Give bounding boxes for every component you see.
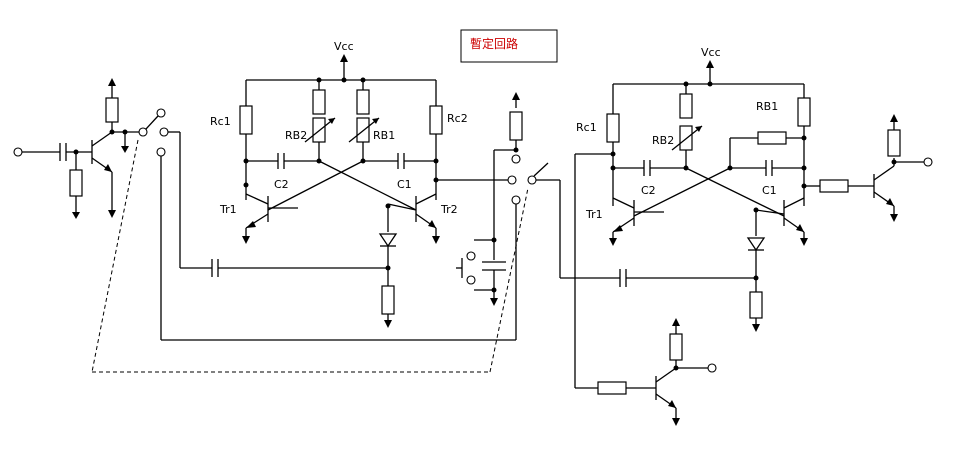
- left-input-stage: [13, 78, 181, 219]
- right-monostable-circuit: Vcc Rc1 RB2 RB1: [560, 46, 933, 426]
- right-c1-label: C1: [762, 184, 777, 197]
- left-tr1-label: Tr1: [219, 203, 237, 216]
- input-bias-resistor: [69, 169, 83, 197]
- right-rb1-vertical: [797, 97, 811, 127]
- left-rc1-label: Rc1: [210, 115, 231, 128]
- input-terminal: [13, 147, 23, 157]
- title-box: 暫定回路: [460, 29, 558, 63]
- left-tr2-label: Tr2: [440, 203, 458, 216]
- bottom-output-terminal: [707, 363, 717, 373]
- right-vcc-label: Vcc: [701, 46, 721, 59]
- left-c1-label: C1: [397, 178, 412, 191]
- title-text: 暫定回路: [470, 36, 518, 51]
- left-rb2-label: RB2: [285, 129, 307, 142]
- left-rc2-label: Rc2: [447, 112, 468, 125]
- left-rc1: [239, 105, 253, 135]
- right-tr1-label: Tr1: [585, 208, 603, 221]
- left-rb1-label: RB1: [373, 129, 395, 142]
- right-rc1-label: Rc1: [576, 121, 597, 134]
- right-rb1-label: RB1: [756, 100, 778, 113]
- left-c2-label: C2: [274, 178, 289, 191]
- right-c2-label: C2: [641, 184, 656, 197]
- switch-terminal: [138, 127, 148, 137]
- right-rc1: [606, 113, 620, 143]
- left-rc2: [429, 105, 443, 135]
- left-emitter-resistor: [381, 285, 395, 315]
- center-switch-network: [91, 92, 561, 373]
- right-rb2-label: RB2: [652, 134, 674, 147]
- left-vcc-label: Vcc: [334, 40, 354, 53]
- right-output-terminal: [923, 157, 933, 167]
- left-astable-circuit: Vcc Rc1 Rc2 RB2 RB1: [179, 40, 512, 328]
